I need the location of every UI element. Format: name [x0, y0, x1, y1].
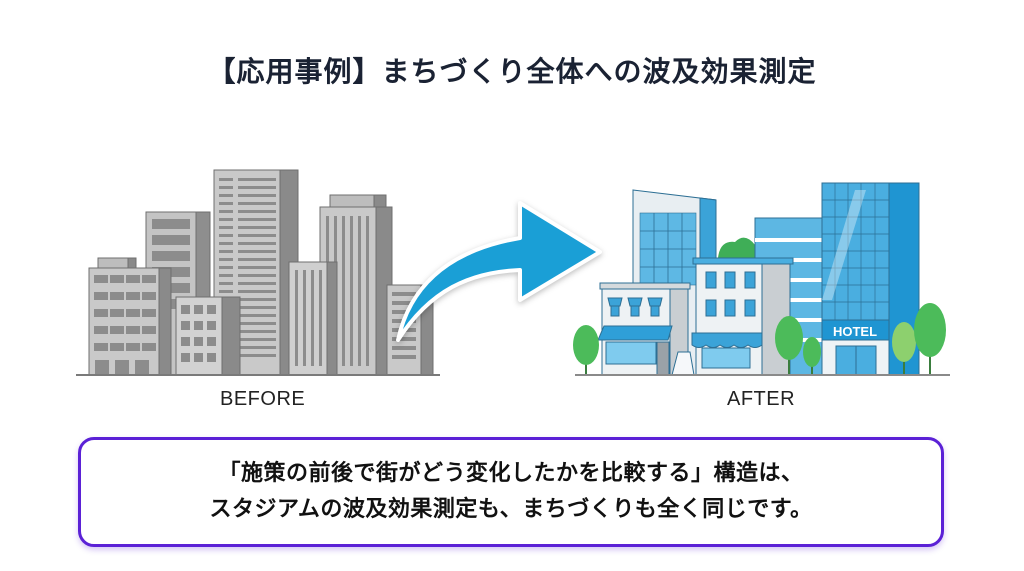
hotel-sign: HOTEL [833, 324, 877, 339]
before-label: BEFORE [220, 388, 306, 410]
summary-callout-box: 「施策の前後で街がどう変化したかを比較する」構造は、 スタジアムの波及効果測定も… [78, 437, 944, 547]
after-label: AFTER [727, 388, 796, 410]
callout-line-2: スタジアムの波及効果測定も、まちづくりも全く同じです。 [209, 497, 813, 522]
revitalized-town-illustration: HOTEL [573, 182, 950, 376]
gray-office-buildings-illustration [76, 169, 440, 376]
page-title: 【応用事例】まちづくり全体への波及効果測定 [207, 55, 817, 88]
callout-line-1: 「施策の前後で街がどう変化したかを比較する」構造は、 [218, 461, 804, 486]
curved-right-arrow-icon [396, 201, 602, 342]
